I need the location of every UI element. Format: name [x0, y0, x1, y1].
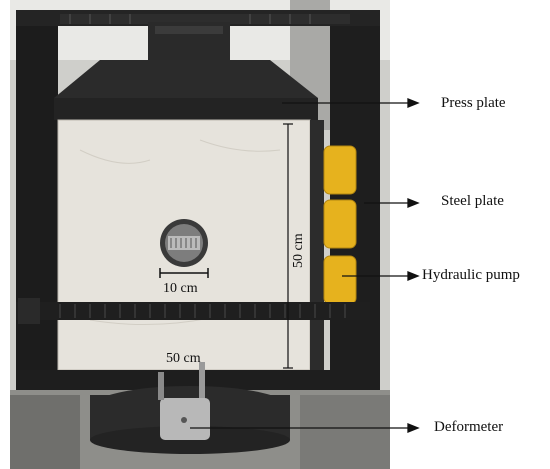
label-steel-plate: Steel plate	[441, 193, 504, 209]
label-block-width: 50 cm	[166, 351, 201, 366]
label-hydraulic-pump: Hydraulic pump	[422, 267, 520, 283]
steel-plate	[310, 120, 324, 370]
hydraulic-pumps	[323, 145, 357, 305]
label-hole-width: 10 cm	[163, 281, 198, 296]
press-plate	[54, 60, 318, 98]
left-frame-column	[16, 10, 58, 390]
label-block-height: 50 cm	[291, 233, 306, 268]
label-press-plate: Press plate	[441, 95, 506, 111]
dim-line-hole	[159, 268, 209, 278]
dim-line-height	[283, 123, 293, 369]
lower-tie-rod	[16, 302, 370, 320]
base-beam	[16, 370, 380, 390]
label-deformeter: Deformeter	[434, 419, 504, 435]
annotation-arrows	[190, 98, 420, 433]
